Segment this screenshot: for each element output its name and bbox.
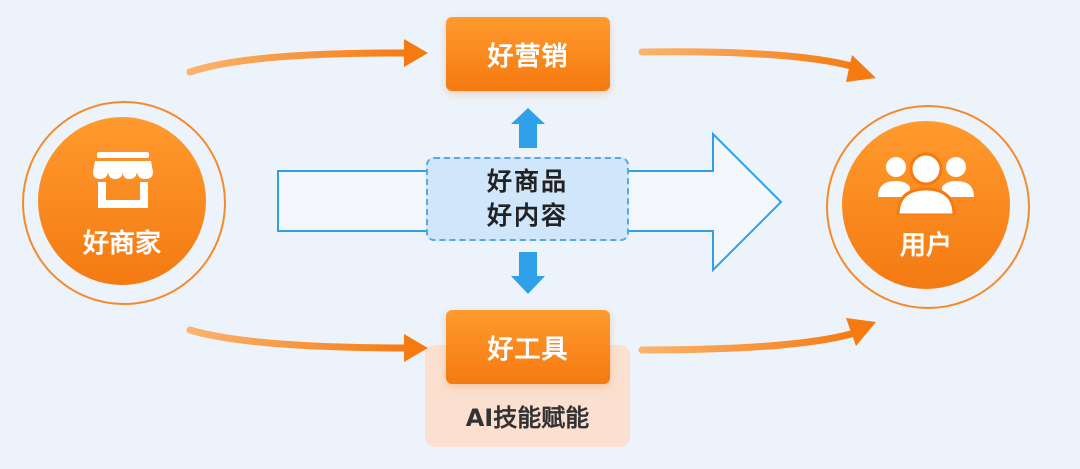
goods-content-box: 好商品 好内容 (426, 157, 629, 241)
tools-label: 好工具 (487, 334, 569, 365)
merchant-label: 好商家 (82, 229, 161, 259)
arrowhead-user-top (846, 55, 876, 82)
ai-empower-label: AI技能赋能 (465, 404, 590, 432)
store-icon (93, 152, 153, 208)
goods-label: 好商品 (486, 167, 568, 196)
tools-box: 好工具 (446, 310, 610, 384)
marketing-box: 好营销 (446, 17, 610, 91)
arrowhead-marketing (404, 39, 428, 67)
arrow-tools-to-user (638, 328, 862, 354)
arrow-merchant-to-marketing (186, 49, 414, 76)
user-ring (826, 105, 1030, 309)
arrow-merchant-to-tools (186, 326, 414, 352)
merchant-ring (22, 101, 226, 305)
arrowhead-user-bottom (846, 318, 876, 346)
blue-down-arrow (511, 252, 545, 294)
arrow-marketing-to-user (638, 48, 862, 72)
blue-up-arrow (511, 108, 545, 148)
marketing-label: 好营销 (487, 41, 569, 72)
user-label: 用户 (899, 231, 952, 261)
users-group-icon (878, 152, 974, 215)
arrowhead-tools (404, 334, 428, 362)
content-label: 好内容 (486, 201, 568, 230)
